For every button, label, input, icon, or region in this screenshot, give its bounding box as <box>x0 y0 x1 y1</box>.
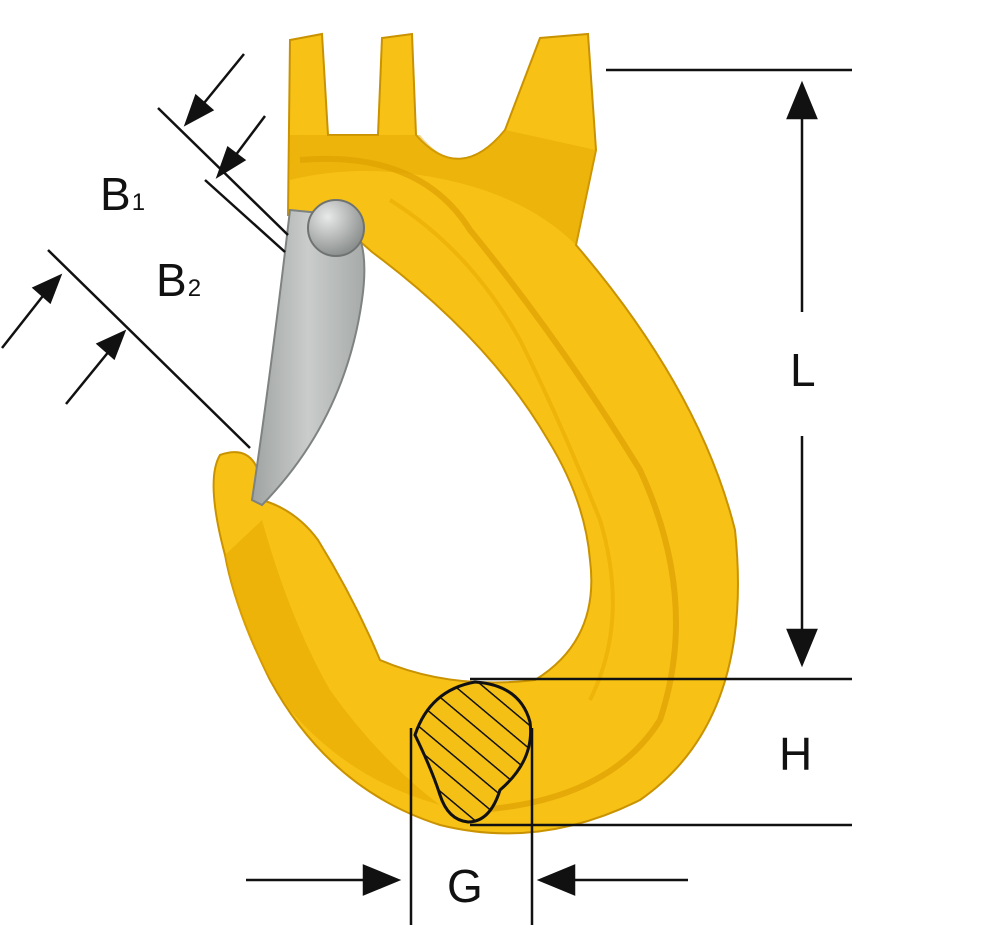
dimension-lines <box>1 53 852 925</box>
dimension-labels: B1 B2 L H G <box>100 168 816 912</box>
hook-body <box>212 32 739 835</box>
l-arrow-bottom <box>786 628 818 668</box>
label-l: L <box>790 344 816 396</box>
latch-pin <box>307 199 365 257</box>
b1-extension-inner <box>204 179 286 253</box>
b1-arrow-lower-head <box>215 145 247 179</box>
label-b1: B1 <box>100 168 145 220</box>
hook-outline <box>212 32 739 835</box>
label-h: H <box>779 728 812 780</box>
g-arrow-left-head <box>362 864 402 896</box>
b2-arrow-upper-shaft <box>1 291 47 349</box>
latch <box>250 199 366 507</box>
g-arrow-right-head <box>536 864 576 896</box>
hook-throat-shadow <box>225 520 440 805</box>
b2-arrow-upper-head <box>31 273 63 305</box>
latch-blade <box>250 208 366 507</box>
b1-arrow-upper-shaft <box>199 53 245 109</box>
l-arrow-top <box>786 80 818 120</box>
hook-ridge <box>299 155 679 813</box>
b2-arrow-lower-shaft <box>65 349 111 405</box>
hook-eye-shadow <box>290 130 596 245</box>
b1-arrow-lower-shaft <box>231 115 266 161</box>
label-b2: B2 <box>156 254 201 306</box>
b2-arrow-lower-head <box>95 329 127 361</box>
cross-section <box>413 680 533 824</box>
label-g: G <box>447 860 483 912</box>
b1-arrow-upper-head <box>183 93 215 127</box>
hook-ridge-inner <box>388 198 615 701</box>
b2-extension <box>47 249 251 449</box>
